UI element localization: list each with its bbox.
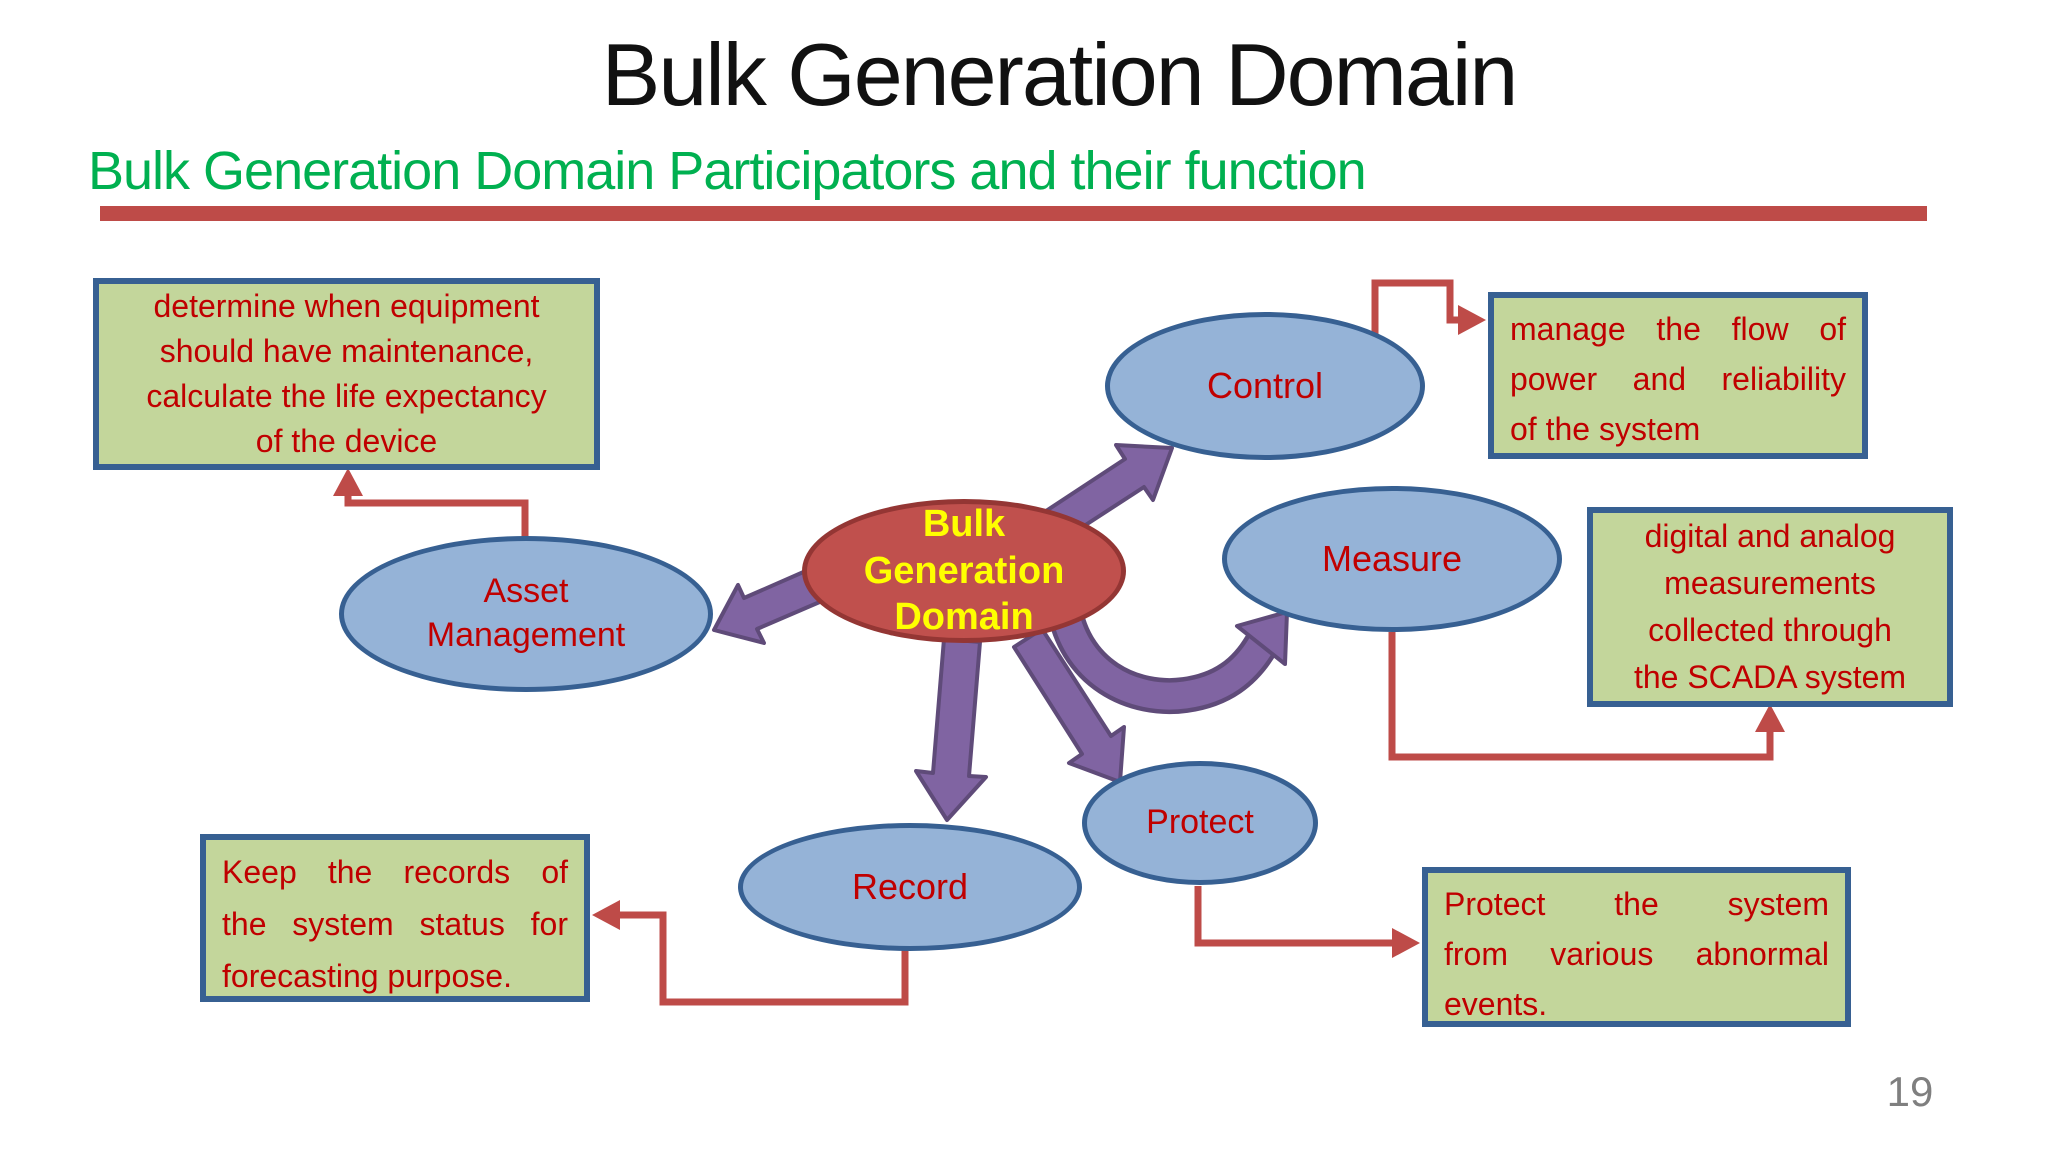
divider-rule: [100, 206, 1927, 221]
callout-line: Protect the system: [1444, 886, 1829, 922]
callout-line: collected through: [1648, 612, 1892, 648]
node-protect: Protect: [1082, 761, 1318, 885]
node-label: Bulk: [922, 503, 1006, 546]
node-label: Domain: [894, 596, 1034, 639]
callout-asset-management-function: determine when equipment should have mai…: [93, 278, 600, 470]
callout-line: should have maintenance,: [159, 333, 534, 369]
node-label: Record: [851, 865, 969, 907]
arrow-to-protect: [1012, 627, 1126, 784]
callout-line: the SCADA system: [1633, 659, 1907, 695]
callout-line: events.: [1444, 986, 1548, 1022]
node-asset-management: Asset Management: [339, 536, 713, 692]
callout-protect-function: Protect the system from various abnormal…: [1422, 867, 1851, 1027]
node-label: Generation: [863, 549, 1065, 592]
callout-control-function: manage the flow of power and reliability…: [1488, 292, 1868, 459]
arrow-to-measure: [1045, 582, 1289, 714]
node-bulk-generation-domain: Bulk Generation Domain: [802, 499, 1126, 643]
node-label: Asset: [483, 572, 569, 611]
node-label: Measure: [1321, 537, 1463, 579]
page-number: 19: [1886, 1068, 1934, 1115]
callout-line: forecasting purpose.: [222, 958, 512, 994]
node-control: Control: [1105, 312, 1425, 460]
node-label: Management: [426, 616, 626, 654]
callout-line: digital and analog: [1644, 518, 1896, 554]
callout-line: of the system: [1510, 411, 1701, 447]
page-subtitle: Bulk Generation Domain Participators and…: [88, 141, 1367, 201]
callout-line: calculate the life expectancy: [146, 378, 547, 414]
node-measure: Measure: [1222, 486, 1562, 632]
callout-line: the system status for: [222, 906, 568, 942]
page-title: Bulk Generation Domain: [601, 25, 1519, 124]
callout-line: of the device: [255, 423, 438, 459]
callout-measure-function: digital and analog measurements collecte…: [1587, 507, 1953, 707]
node-label: Control: [1206, 364, 1324, 406]
callout-line: manage the flow of: [1510, 311, 1846, 347]
callout-line: from various abnormal: [1444, 936, 1829, 972]
callout-line: power and reliability: [1510, 361, 1846, 397]
node-record: Record: [738, 823, 1082, 951]
callout-line: determine when equipment: [153, 288, 540, 324]
node-label: Protect: [1146, 803, 1254, 842]
callout-record-function: Keep the records of the system status fo…: [200, 834, 590, 1002]
callout-line: measurements: [1664, 565, 1876, 601]
arrow-to-record: [914, 637, 988, 822]
callout-line: Keep the records of: [222, 854, 568, 890]
